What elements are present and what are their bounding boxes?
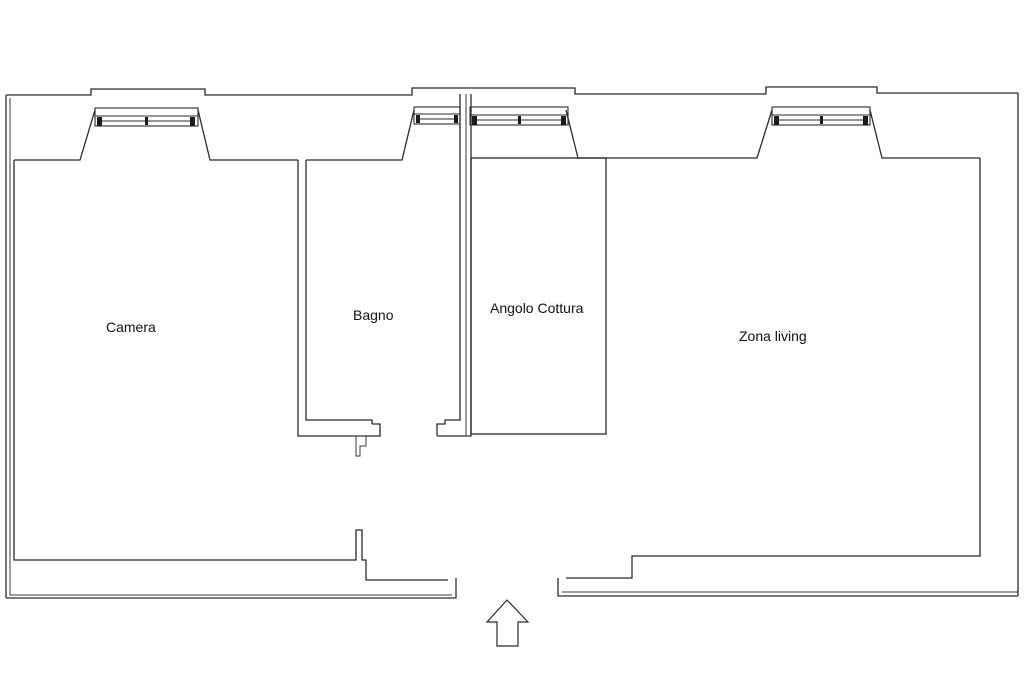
label-angolo-cottura: Angolo Cottura <box>490 300 584 316</box>
label-zona-living: Zona living <box>739 328 807 344</box>
label-camera: Camera <box>106 319 156 335</box>
outer-walls <box>5 86 1018 599</box>
label-bagno: Bagno <box>353 307 394 323</box>
kitchen-counter <box>470 157 607 435</box>
room-camera <box>13 160 448 581</box>
window-cucina <box>469 106 569 126</box>
window-living <box>771 106 871 126</box>
window-camera <box>94 107 199 127</box>
room-living <box>566 93 1019 596</box>
top-inner-walls <box>14 109 980 161</box>
window-bagno <box>413 106 461 125</box>
wall-camera-bagno <box>297 160 381 457</box>
wall-bagno-cucina <box>436 94 472 437</box>
entrance-arrow-icon <box>485 599 530 647</box>
